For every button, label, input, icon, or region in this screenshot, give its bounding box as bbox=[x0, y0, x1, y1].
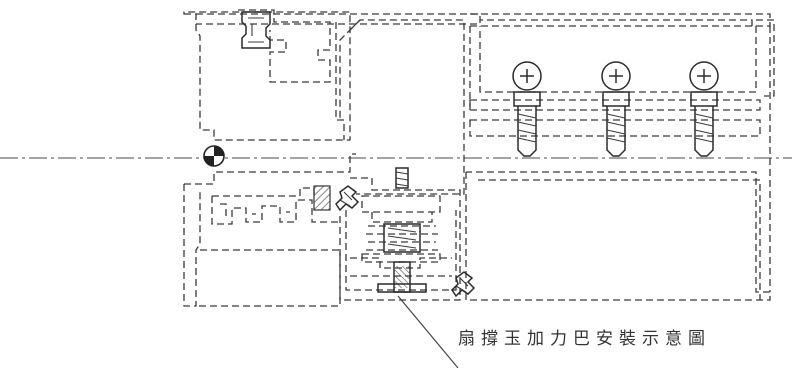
right-frame-lower bbox=[465, 171, 771, 301]
inner-channel bbox=[335, 19, 465, 195]
gasket-clip-left bbox=[335, 185, 360, 212]
left-frame-upper bbox=[183, 11, 351, 141]
screw-1 bbox=[512, 61, 542, 157]
glazing-bead bbox=[238, 9, 331, 83]
screw-head-icon bbox=[689, 61, 719, 91]
serpentine-inner bbox=[220, 203, 290, 216]
leader-line bbox=[397, 295, 459, 368]
lower-housing bbox=[339, 177, 461, 301]
hatched-block bbox=[313, 185, 331, 211]
spring-assembly bbox=[361, 167, 441, 263]
left-frame-lower bbox=[183, 153, 356, 307]
adjust-bolt bbox=[377, 261, 427, 293]
left-frame-lower-bar bbox=[196, 249, 341, 307]
screw-2 bbox=[601, 61, 631, 157]
right-frame-body bbox=[469, 25, 757, 111]
right-frame-top bbox=[470, 13, 771, 27]
right-frame-edge bbox=[756, 19, 775, 292]
left-frame-top-bar bbox=[196, 13, 481, 25]
gasket-top-inner bbox=[248, 17, 264, 43]
inner-channel-step bbox=[339, 19, 361, 118]
center-of-gravity-symbol bbox=[203, 145, 225, 167]
screw-head-icon bbox=[512, 61, 542, 91]
screw-rail bbox=[469, 99, 761, 137]
screw-3 bbox=[689, 61, 719, 157]
screw-head-icon bbox=[601, 61, 631, 91]
gasket-top bbox=[241, 11, 271, 49]
gasket-clip-right bbox=[451, 271, 476, 298]
diagram-caption: 扇撐玉加力巴安裝示意圖 bbox=[458, 329, 711, 349]
